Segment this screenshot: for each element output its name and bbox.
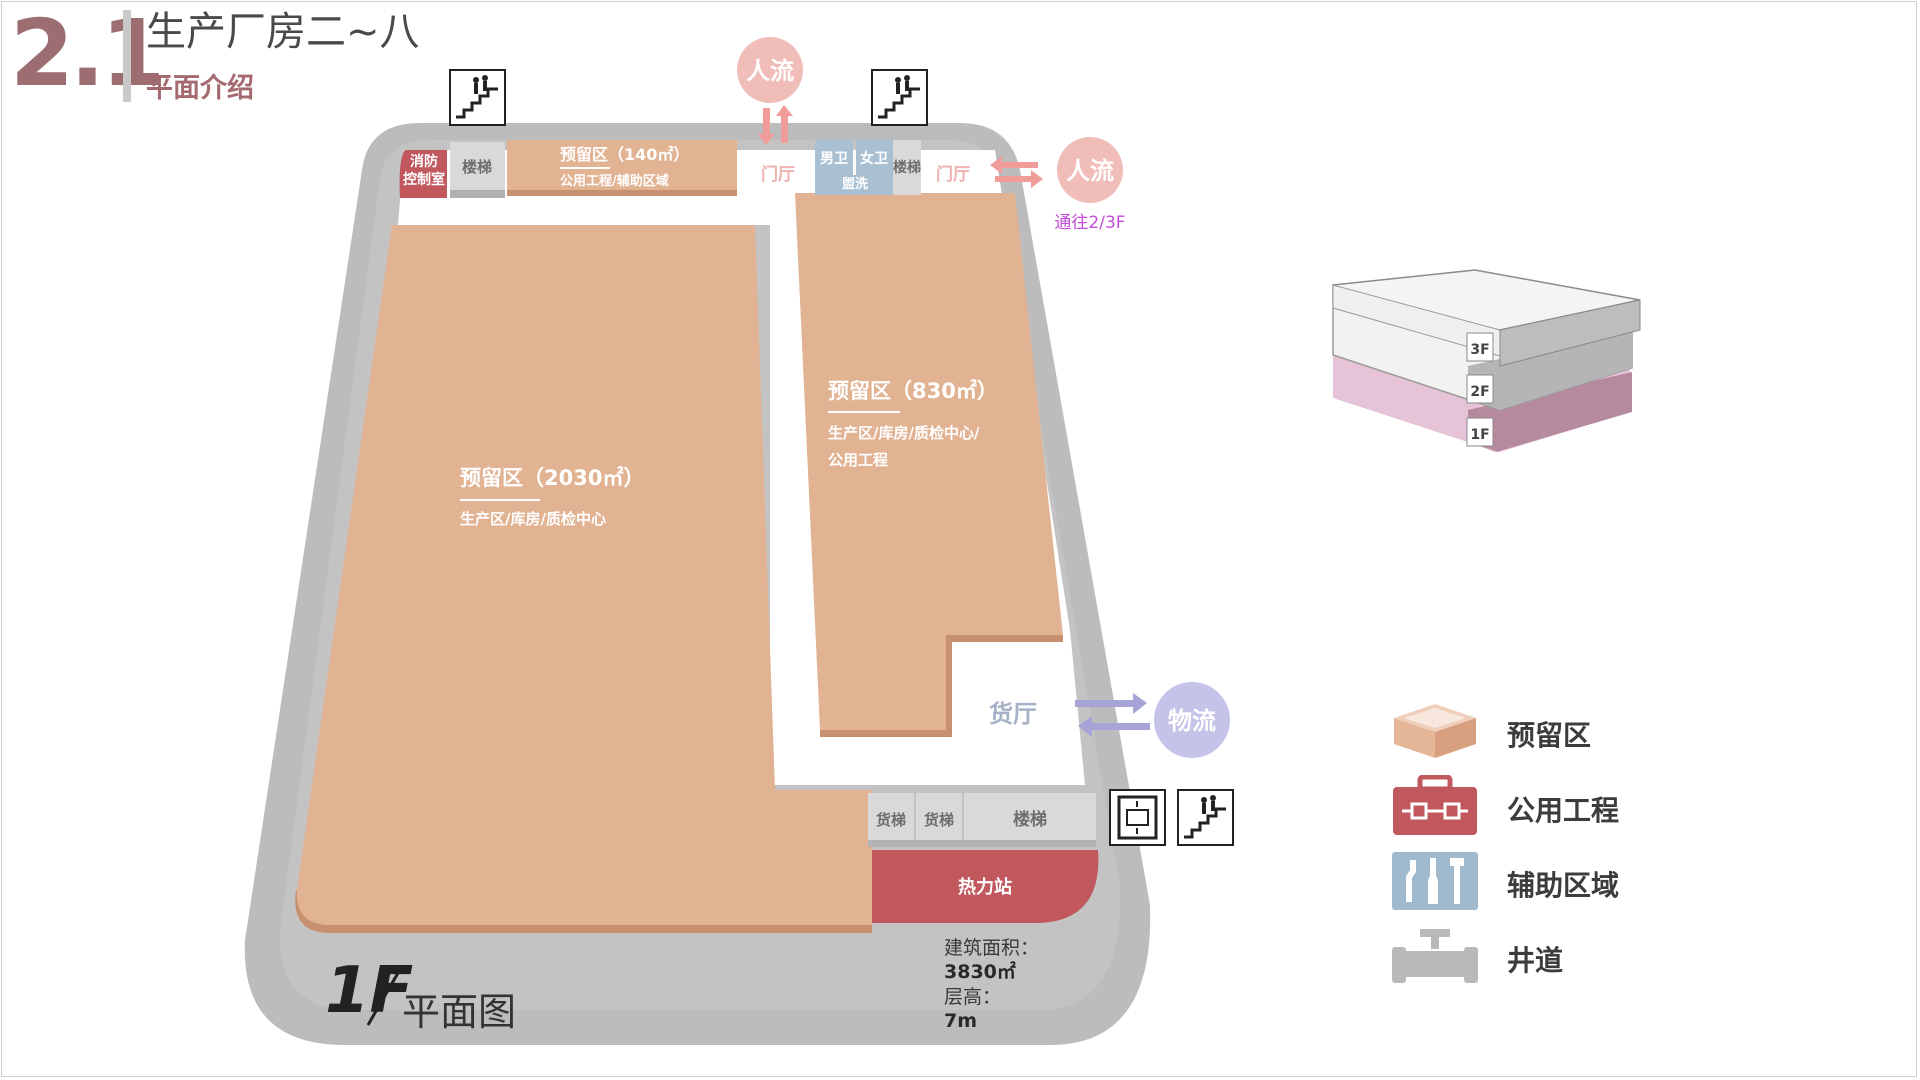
- legend-item-auxiliary: 辅助区域: [1390, 850, 1690, 920]
- stair-room-top-right: [893, 140, 921, 195]
- legend-label-auxiliary: 辅助区域: [1507, 869, 1620, 902]
- stair-room-top: [450, 142, 505, 198]
- stack-label-3f: 3F: [1470, 342, 1489, 358]
- legend-label-shaft: 井道: [1507, 944, 1564, 977]
- stair-icon-top-left: [449, 69, 506, 126]
- female-wc: [856, 140, 893, 175]
- legend-item-utility: 公用工程: [1390, 775, 1690, 845]
- stair-label-bottom: 楼梯: [1013, 809, 1047, 830]
- lobby-left-label: 门厅: [761, 164, 795, 185]
- floor-stack: [1332, 269, 1641, 452]
- reserve-area-large: [296, 225, 872, 925]
- elevator-icon: [1109, 789, 1166, 846]
- legend-label-reserve: 预留区: [1507, 719, 1592, 752]
- reserve-small-sub: 公用工程/辅助区域: [560, 173, 669, 189]
- wash-label: 盥洗: [842, 176, 868, 192]
- stair-icon-top-right: [871, 69, 928, 126]
- logistics-flow-badge: [1154, 682, 1230, 758]
- page-title: 生产厂房二~八: [146, 9, 420, 55]
- legend-item-reserve: 预留区: [1390, 700, 1690, 770]
- fire-control-label-2: 控制室: [403, 171, 445, 188]
- fire-control-label-1: 消防: [410, 153, 438, 170]
- people-flow-arrows-top: [758, 105, 793, 145]
- stair-label-top: 楼梯: [462, 158, 492, 176]
- height-value: 7m: [944, 1010, 977, 1032]
- freight-elevator-2: [916, 793, 962, 845]
- plan-label: 平面图: [402, 990, 516, 1034]
- pipe-icon: [1392, 929, 1478, 983]
- box-icon: [1394, 704, 1476, 758]
- floor-label: 1F: [325, 954, 413, 1028]
- page-subtitle: 平面介绍: [146, 73, 254, 104]
- section-divider: [123, 10, 131, 102]
- people-flow-badge-right: [1057, 137, 1123, 203]
- wash-room: [815, 175, 893, 195]
- female-wc-label: 女卫: [860, 150, 888, 167]
- stack-label-2f: 2F: [1470, 384, 1489, 400]
- reserve-large-sub: 生产区/库房/质检中心: [460, 510, 606, 528]
- stair-label-top-right: 楼梯: [893, 159, 921, 176]
- section-number: 2.1: [10, 0, 165, 107]
- freight-elevator-label-1: 货梯: [876, 811, 906, 829]
- logistics-flow-arrows: [1075, 693, 1150, 737]
- legend-label-utility: 公用工程: [1507, 794, 1620, 827]
- people-flow-arrows-right: [990, 156, 1043, 188]
- male-wc-label: 男卫: [820, 151, 848, 167]
- area-value: 3830㎡: [944, 960, 1016, 983]
- stair-icon-bottom: [1177, 789, 1234, 846]
- people-flow-badge-top: [737, 37, 803, 103]
- area-label: 建筑面积：: [944, 937, 1039, 959]
- reserve-mid-title: 预留区（830㎡）: [828, 379, 998, 403]
- toolbox-icon: [1393, 775, 1477, 835]
- lobby-right-label: 门厅: [936, 164, 970, 185]
- to-upper-floors-label: 通往2/3F: [1054, 213, 1125, 233]
- height-label: 层高：: [944, 986, 1001, 1008]
- reserve-small-title: 预留区（140㎡）: [560, 145, 689, 164]
- reserve-area-small: [507, 140, 737, 195]
- tools-icon: [1392, 852, 1478, 910]
- freight-elevator-1: [868, 793, 914, 845]
- reserve-mid-sub-1: 生产区/库房/质检中心/: [828, 424, 980, 442]
- cargo-hall-label: 货厅: [989, 700, 1037, 728]
- fire-control-room: [399, 150, 447, 198]
- freight-elevator-label-2: 货梯: [924, 811, 954, 829]
- stack-label-1f: 1F: [1470, 427, 1489, 443]
- heat-station: [872, 850, 1099, 923]
- people-flow-label-right: 人流: [1066, 157, 1114, 185]
- logistics-flow-label: 物流: [1168, 707, 1216, 735]
- reserve-mid-sub-2: 公用工程: [828, 451, 888, 469]
- stair-room-bottom: [964, 793, 1096, 845]
- male-wc: [815, 140, 853, 175]
- people-flow-label-top: 人流: [746, 57, 794, 85]
- reserve-large-title: 预留区（2030㎡）: [460, 466, 644, 490]
- reserve-area-mid: [795, 193, 1063, 730]
- heat-station-label: 热力站: [958, 876, 1012, 898]
- legend-item-shaft: 井道: [1390, 925, 1690, 995]
